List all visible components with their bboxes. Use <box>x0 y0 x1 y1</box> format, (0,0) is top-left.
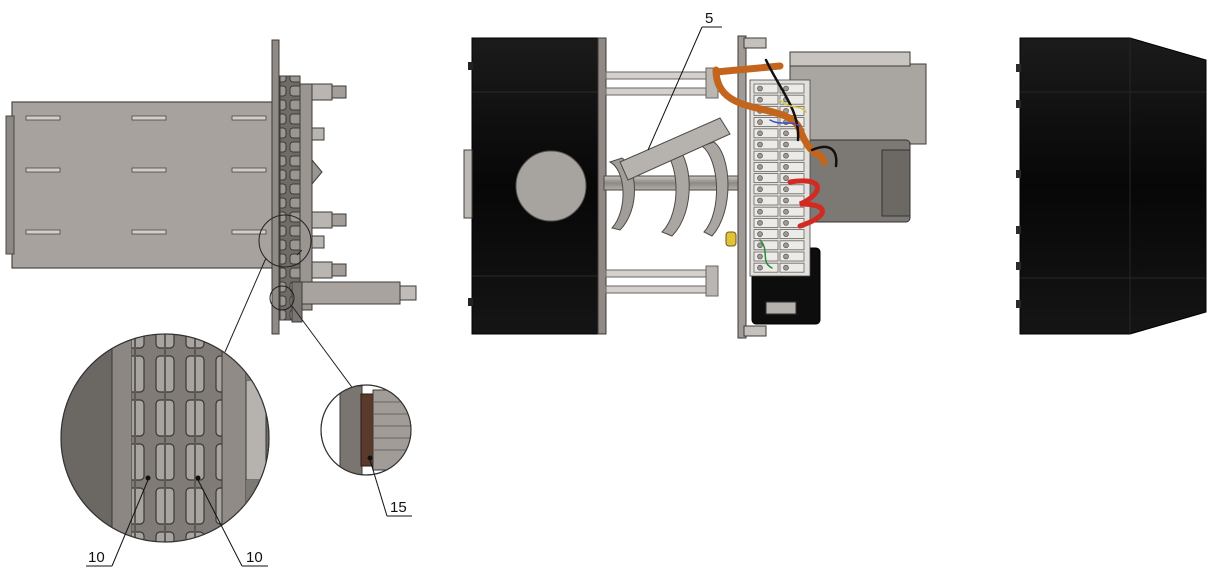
terminal-screw <box>757 220 763 226</box>
housing-slots <box>25 115 267 235</box>
terminal-block <box>753 128 779 139</box>
detail-marker-large <box>258 214 312 268</box>
terminal-block <box>779 150 805 161</box>
terminal-block <box>779 251 805 262</box>
terminal-block <box>779 262 805 273</box>
side-view-center <box>463 35 927 339</box>
bracket-plate <box>299 83 313 311</box>
mounting-plate <box>271 39 280 335</box>
terminal-screw <box>783 242 789 249</box>
terminal-screw <box>783 253 789 260</box>
upper-box <box>789 63 927 145</box>
terminal-screw <box>757 119 763 125</box>
terminal-block <box>753 206 779 217</box>
callout-10-left: 10 <box>86 475 151 567</box>
terminal-screw <box>783 264 789 271</box>
terminal-block <box>753 94 779 105</box>
terminal-block <box>779 184 805 195</box>
terminal-block <box>753 217 779 228</box>
terminal-screw <box>757 85 763 92</box>
terminal-block <box>779 161 805 172</box>
tie-rods <box>605 67 719 297</box>
callout-label-15: 15 <box>390 499 407 516</box>
terminal-screw <box>783 186 789 193</box>
terminal-screw <box>783 231 789 237</box>
housing-box <box>11 101 275 269</box>
terminal-block <box>753 150 779 161</box>
terminal-screw <box>757 141 763 148</box>
terminal-screw <box>757 152 763 159</box>
terminal-screw <box>783 175 789 181</box>
callout-5: 5 <box>647 10 722 151</box>
terminal-screw <box>783 141 789 148</box>
callout-15: 15 <box>367 455 412 517</box>
housing-left-flange <box>5 115 15 255</box>
terminal-screw <box>783 152 789 159</box>
terminal-block <box>753 195 779 206</box>
terminal-block <box>779 229 805 240</box>
auger <box>603 117 745 237</box>
detail-marker-small <box>269 285 295 311</box>
terminal-block <box>779 206 805 217</box>
terminal-screw <box>783 85 789 92</box>
terminal-screw <box>757 208 763 215</box>
terminal-screw <box>757 197 763 204</box>
terminal-screw <box>757 130 763 137</box>
terminal-screw <box>783 220 789 226</box>
terminal-screw <box>757 186 763 193</box>
side-view-right <box>1016 37 1207 335</box>
terminal-block <box>753 240 779 251</box>
terminal-screw <box>757 242 763 249</box>
callout-label-10-left: 10 <box>88 549 105 566</box>
terminal-screw <box>783 164 789 170</box>
callout-label-10-right: 10 <box>246 549 263 566</box>
terminal-screw <box>757 96 763 103</box>
side-view-left <box>5 39 417 391</box>
terminal-screw <box>757 264 763 271</box>
terminal-screw <box>783 130 789 137</box>
terminal-block <box>779 83 805 94</box>
terminal-block <box>779 240 805 251</box>
terminal-screw <box>783 208 789 215</box>
black-housing-right <box>1019 37 1207 335</box>
terminal-screw <box>757 175 763 181</box>
wiring <box>712 58 838 269</box>
terminal-block <box>753 229 779 240</box>
terminal-block <box>753 161 779 172</box>
terminal-screw <box>757 253 763 260</box>
detail-view-chain <box>60 333 270 543</box>
terminal-block <box>753 184 779 195</box>
terminal-screw <box>757 231 763 237</box>
callout-10-right: 10 <box>195 475 268 567</box>
frame-plate <box>737 35 747 339</box>
terminal-block <box>753 173 779 184</box>
lower-shaft <box>291 281 417 323</box>
callout-label-5: 5 <box>705 10 713 27</box>
terminal-screw <box>783 197 789 204</box>
terminal-block <box>753 139 779 150</box>
detail-view-seal <box>320 384 412 476</box>
terminal-screw <box>757 164 763 170</box>
terminal-block <box>753 83 779 94</box>
sight-window <box>515 150 587 222</box>
bolts <box>311 83 347 279</box>
